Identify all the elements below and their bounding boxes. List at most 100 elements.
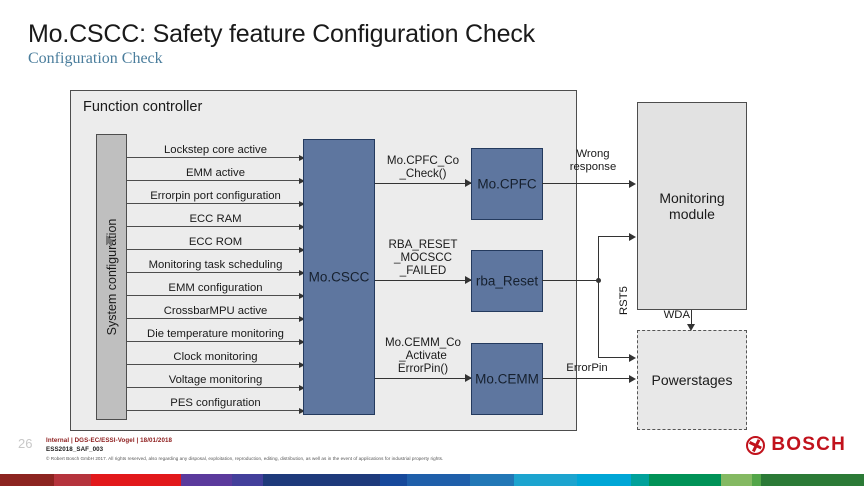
signal-line bbox=[127, 203, 304, 204]
call-label-line: Mo.CEMM_Co bbox=[384, 336, 462, 350]
signal-arrow: Lockstep core active bbox=[127, 136, 305, 162]
edge-label-line: Wrong bbox=[576, 148, 610, 160]
signal-label: CrossbarMPU active bbox=[163, 305, 268, 317]
arrow-head-icon bbox=[299, 247, 305, 253]
page-number: 26 bbox=[18, 436, 33, 451]
signal-label: ECC ROM bbox=[188, 236, 243, 248]
arrow-head-icon bbox=[629, 375, 636, 383]
block-label: Mo.CPFC bbox=[477, 176, 537, 192]
arrow-head-icon bbox=[299, 362, 305, 368]
call-line bbox=[375, 183, 471, 184]
supergraphic-segment bbox=[577, 474, 631, 486]
signal-line bbox=[127, 387, 304, 388]
signal-label: ECC RAM bbox=[189, 213, 242, 225]
call-arrow-rba-reset: RBA_RESET _MOCSCC _FAILED bbox=[375, 236, 472, 284]
call-arrow-mocpfc: Mo.CPFC_Co _Check() bbox=[375, 151, 472, 187]
call-label: Mo.CEMM_Co _Activate ErrorPin() bbox=[375, 336, 471, 375]
call-label-line: RBA_RESET bbox=[388, 238, 458, 252]
signal-label: EMM active bbox=[185, 167, 245, 179]
slide-footer: 26 Internal | DGS-EC/ESSI-Vogel | 18/01/… bbox=[0, 430, 864, 486]
footer-classification: Internal | DGS-EC/ESSI-Vogel | 18/01/201… bbox=[46, 437, 173, 444]
supergraphic-segment bbox=[630, 474, 649, 486]
signal-arrow: CrossbarMPU active bbox=[127, 297, 305, 323]
block-powerstages: Powerstages bbox=[637, 330, 747, 430]
block-mocemm: Mo.CEMM bbox=[471, 343, 543, 415]
arrow-head-icon bbox=[299, 385, 305, 391]
signal-line bbox=[127, 272, 304, 273]
footer-document-id: ESS2018_SAF_003 bbox=[46, 446, 104, 453]
call-label-line: Mo.CPFC_Co bbox=[386, 154, 460, 168]
edge-wda-line bbox=[691, 310, 692, 328]
signal-arrow: ECC ROM bbox=[127, 228, 305, 254]
block-mocpfc: Mo.CPFC bbox=[471, 148, 543, 220]
call-arrow-mocemm: Mo.CEMM_Co _Activate ErrorPin() bbox=[375, 331, 472, 382]
supergraphic-segment bbox=[91, 474, 182, 486]
edge-wrong-response-line bbox=[542, 183, 630, 184]
function-controller-frame: Function controller System configuration… bbox=[70, 90, 577, 431]
supergraphic-segment bbox=[751, 474, 761, 486]
signal-line bbox=[127, 180, 304, 181]
edge-errorpin-line bbox=[542, 378, 630, 379]
signal-label: Lockstep core active bbox=[164, 144, 267, 156]
signal-line bbox=[127, 226, 304, 227]
supergraphic-segment bbox=[760, 474, 864, 486]
arrow-head-icon bbox=[465, 276, 472, 284]
signal-label: EMM configuration bbox=[168, 282, 263, 294]
arrow-head-icon bbox=[299, 339, 305, 345]
supergraphic-segment bbox=[469, 474, 515, 486]
supergraphic-segment bbox=[53, 474, 92, 486]
arrow-head-icon bbox=[299, 178, 305, 184]
block-label: rba_Reset bbox=[475, 273, 539, 289]
block-label: Mo.CSCC bbox=[308, 269, 370, 285]
signal-line bbox=[127, 341, 304, 342]
arrow-head-icon bbox=[299, 155, 305, 161]
arrow-head-icon bbox=[465, 374, 472, 382]
edge-label-rst5: RST5 bbox=[618, 286, 630, 315]
signal-label: Monitoring task scheduling bbox=[148, 259, 283, 271]
block-mocscc: Mo.CSCC bbox=[303, 139, 375, 415]
edge-rst5-up bbox=[598, 236, 599, 281]
call-line bbox=[375, 280, 471, 281]
call-label-line: _Check() bbox=[399, 167, 447, 181]
signal-line bbox=[127, 157, 304, 158]
supergraphic-segment bbox=[0, 474, 54, 486]
signal-arrow: ECC RAM bbox=[127, 205, 305, 231]
signal-arrow: Clock monitoring bbox=[127, 343, 305, 369]
signal-arrow: Monitoring task scheduling bbox=[127, 251, 305, 277]
arrow-head-icon bbox=[629, 180, 636, 188]
signal-arrow: Voltage monitoring bbox=[127, 366, 305, 392]
signal-label: Errorpin port configuration bbox=[150, 190, 281, 202]
supergraphic-segment bbox=[514, 474, 578, 486]
edge-label-line: response bbox=[569, 160, 617, 173]
architecture-diagram: Function controller System configuration… bbox=[70, 90, 770, 435]
footer-copyright: © Robert Bosch GmbH 2017. All rights res… bbox=[46, 456, 444, 461]
arrow-head-icon bbox=[299, 201, 305, 207]
signal-line bbox=[127, 295, 304, 296]
function-controller-label: Function controller bbox=[83, 99, 203, 115]
supergraphic-segment bbox=[406, 474, 470, 486]
system-configuration-bar: System configuration bbox=[96, 134, 127, 420]
edge-rst5-to-monitoring bbox=[598, 236, 630, 237]
bosch-armature-icon bbox=[746, 435, 766, 455]
signal-label: Die temperature monitoring bbox=[147, 328, 284, 340]
signal-label: Clock monitoring bbox=[173, 351, 258, 363]
block-label: Mo.CEMM bbox=[475, 371, 539, 387]
edge-rst5-to-powerstages bbox=[598, 357, 630, 358]
call-label-line: ErrorPin() bbox=[397, 362, 449, 376]
supergraphic-segment bbox=[232, 474, 264, 486]
signal-label: Voltage monitoring bbox=[168, 374, 263, 386]
signal-line bbox=[127, 364, 304, 365]
supergraphic-segment bbox=[648, 474, 721, 486]
call-line bbox=[375, 378, 471, 379]
bosch-supergraphic bbox=[0, 474, 864, 486]
arrow-head-icon bbox=[299, 408, 305, 414]
call-label: Mo.CPFC_Co _Check() bbox=[375, 154, 471, 180]
arrow-head-icon bbox=[299, 316, 305, 322]
signal-line bbox=[127, 410, 304, 411]
signal-line bbox=[127, 318, 304, 319]
arrow-head-icon bbox=[687, 324, 695, 331]
signal-line bbox=[127, 249, 304, 250]
arrow-head-icon bbox=[629, 233, 636, 241]
